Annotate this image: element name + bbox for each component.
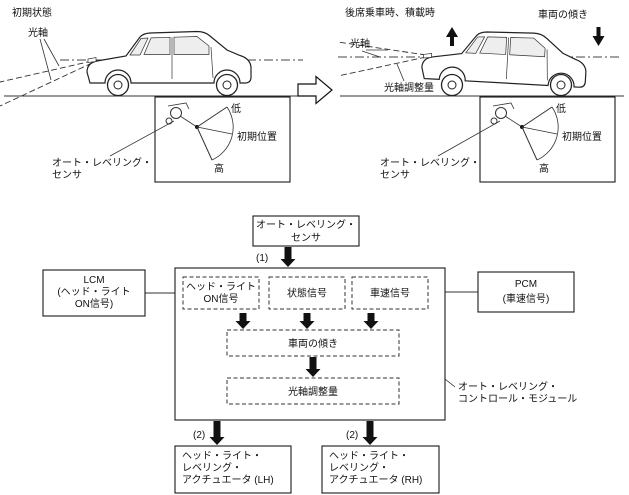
tilt-box xyxy=(226,329,400,357)
axis-leader-2 xyxy=(39,38,52,81)
arrow-input2-to-tilt xyxy=(299,313,315,329)
input-status-label: 状態信号 xyxy=(287,287,327,300)
axis-adjustment-label: 光軸調整量 xyxy=(384,81,434,94)
actuator-lh-line3: アクチュエータ (LH) xyxy=(182,474,274,486)
input-headlight-line1: ヘッド・ライト xyxy=(186,281,256,293)
lcm-line3: ON信号) xyxy=(75,298,113,310)
step1-label: (1) xyxy=(256,253,268,264)
car-initial xyxy=(86,30,252,97)
car-loaded xyxy=(420,26,589,97)
scene-loaded: 後席乗車時、積載時 車両の傾き 光軸 光軸調整量 低 初期位置 高 オート・レベ… xyxy=(337,6,624,183)
high-label: 高 xyxy=(214,162,224,175)
scene-loaded-title: 後席乗車時、積載時 xyxy=(345,6,435,19)
adjustment-leader xyxy=(396,63,405,82)
tilt-box-label: 車両の傾き xyxy=(288,337,338,350)
step2-left-label: (2) xyxy=(193,430,205,441)
actuator-lh-line2: レベリング・ xyxy=(182,461,242,474)
low-label: 低 xyxy=(231,102,241,115)
pitch-up-arrow-icon xyxy=(446,27,458,46)
sensor-caption-leader xyxy=(437,120,501,157)
actuator-rh-line2: レベリング・ xyxy=(329,461,389,474)
arrow-module-to-lh xyxy=(209,421,225,445)
arrow-input3-to-tilt xyxy=(363,313,379,329)
scene-initial: 初期状態 光軸 低 初期位置 高 オート・レベリング・ センサ xyxy=(0,6,303,183)
flow-sensor-line2: センサ xyxy=(291,232,321,244)
adjustment-box-label: 光軸調整量 xyxy=(288,385,338,398)
sensor-caption-line2: センサ xyxy=(380,169,410,181)
input-speed-box xyxy=(351,276,429,310)
sensor-detail-loaded: 低 初期位置 高 xyxy=(479,96,616,183)
arrow-tilt-to-adjustment xyxy=(305,357,321,377)
flow-sensor-line1: オート・レベリング・ xyxy=(256,218,356,231)
pcm-box xyxy=(477,271,575,313)
module-label-leader xyxy=(444,378,456,388)
module-label-line1: オート・レベリング・ xyxy=(458,380,558,393)
sensor-caption-leader xyxy=(109,120,175,157)
input-headlight-line2: ON信号 xyxy=(204,293,239,305)
actuator-rh-box xyxy=(321,445,440,494)
pcm-line1: PCM xyxy=(515,279,537,290)
actuator-rh-line1: ヘッド・ライト・ xyxy=(329,450,409,462)
axis-leader-1 xyxy=(43,38,60,67)
lcm-box xyxy=(42,269,146,317)
arrow-input1-to-tilt xyxy=(235,313,251,329)
beam-upper-line xyxy=(0,60,93,83)
flow-sensor-box xyxy=(252,215,360,247)
axis-leader-2 xyxy=(361,50,381,58)
lcm-line2: (ヘッド・ライト xyxy=(57,286,130,298)
flow-diagram: オート・レベリング・ センサ (1) ヘッド・ライト ON信号 状態信号 車速信… xyxy=(42,215,577,494)
beam-lower-line xyxy=(0,62,93,107)
transition-arrow-icon xyxy=(297,75,333,105)
initial-position-label: 初期位置 xyxy=(237,130,277,143)
step2-right-label: (2) xyxy=(346,430,358,441)
initial-position-label: 初期位置 xyxy=(562,130,602,143)
scene-initial-title: 初期状態 xyxy=(12,6,52,19)
lcm-line1: LCM xyxy=(83,275,104,286)
sensor-caption-line1: オート・レベリング・ xyxy=(380,156,480,169)
high-label: 高 xyxy=(539,162,549,175)
actuator-rh-line3: アクチュエータ (RH) xyxy=(329,474,422,486)
beam-adjusted-line xyxy=(337,56,427,77)
pcm-line2: (車速信号) xyxy=(503,292,550,305)
arrow-module-to-rh xyxy=(362,421,378,445)
sensor-caption-line1: オート・レベリング・ xyxy=(52,156,152,169)
actuator-lh-box xyxy=(174,445,292,494)
sensor-detail-initial: 低 初期位置 高 xyxy=(154,96,291,183)
vehicle-tilt-label: 車両の傾き xyxy=(538,8,588,21)
adjustment-box xyxy=(226,377,400,405)
input-speed-label: 車速信号 xyxy=(370,287,410,300)
module-label-line2: コントロール・モジュール xyxy=(458,394,577,405)
axis-label: 光軸 xyxy=(350,37,370,50)
arrow-sensor-to-module xyxy=(280,247,296,267)
actuator-lh-line1: ヘッド・ライト・ xyxy=(182,450,262,462)
sensor-caption-line2: センサ xyxy=(52,169,82,181)
input-status-box xyxy=(268,276,346,310)
beam-tilted-line xyxy=(337,41,427,56)
low-label: 低 xyxy=(556,102,566,115)
input-headlight-box xyxy=(182,276,260,310)
pitch-down-arrow-icon xyxy=(592,27,605,46)
axis-label: 光軸 xyxy=(28,26,48,39)
